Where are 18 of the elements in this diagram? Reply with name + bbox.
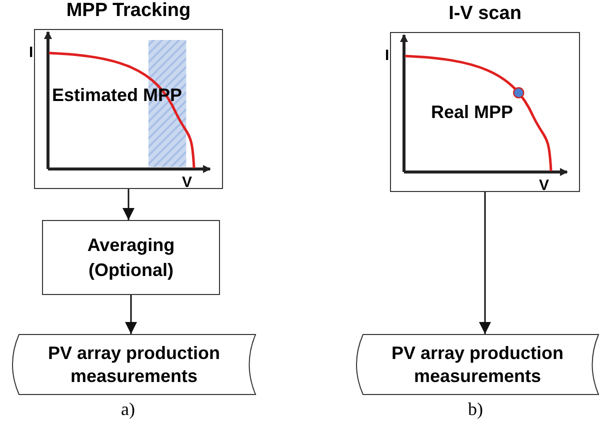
tape-shape (12, 334, 256, 395)
axis-label: I (29, 45, 34, 60)
box-text: PV array production measurements (390, 342, 565, 387)
panel-label: a) (121, 399, 135, 420)
box-text: PV array production measurements (46, 342, 222, 387)
panel-label: b) (468, 399, 483, 420)
tape-shape (356, 334, 599, 395)
chart-title: I-V scan (448, 3, 522, 25)
box-text: Averaging (Optional) (86, 234, 176, 282)
axis-label: V (182, 175, 192, 190)
axis-label: V (539, 178, 550, 193)
arrow (125, 295, 137, 334)
process-box (42, 220, 220, 295)
arrow (479, 192, 491, 334)
axis-label: I (385, 48, 390, 63)
arrow (122, 189, 134, 220)
chart-title: MPP Tracking (65, 0, 192, 22)
point-label: Real MPP (431, 103, 514, 121)
